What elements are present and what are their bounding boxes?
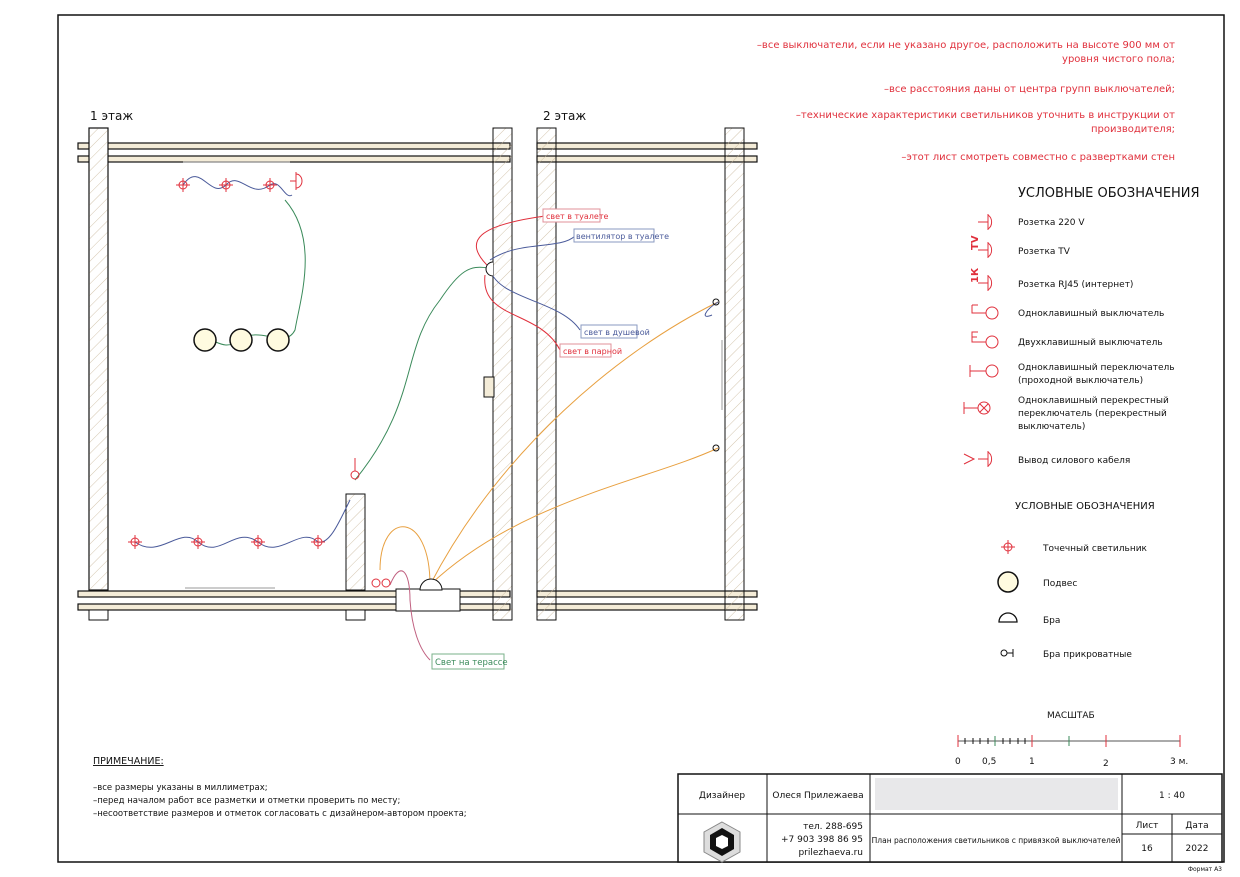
svg-text:ПРИМЕЧАНИЕ:: ПРИМЕЧАНИЕ: <box>93 756 164 767</box>
svg-text:1: 1 <box>1029 757 1035 767</box>
power-cable-icon <box>963 451 993 467</box>
fixtures <box>128 172 720 591</box>
svg-text:Бра прикроватные: Бра прикроватные <box>1043 650 1132 660</box>
svg-text:2: 2 <box>1103 759 1109 769</box>
svg-text:Розетка RJ45 (интернет): Розетка RJ45 (интернет) <box>1018 280 1133 290</box>
svg-text:Розетка 220 V: Розетка 220 V <box>1018 218 1085 228</box>
svg-text:1К: 1К <box>970 267 981 283</box>
svg-text:Лист: Лист <box>1136 821 1159 831</box>
svg-text:0: 0 <box>955 757 961 767</box>
socket-tv-icon <box>978 242 993 258</box>
svg-text:Олеся Прилежаева: Олеся Прилежаева <box>772 791 863 801</box>
svg-text:выключатель): выключатель) <box>1018 422 1085 432</box>
svg-text:–все размеры указаны в миллиме: –все размеры указаны в миллиметрах; <box>93 783 268 793</box>
svg-text:0,5: 0,5 <box>982 757 996 767</box>
sheet-frame <box>57 14 1225 863</box>
legend-title: УСЛОВНЫЕ ОБОЗНАЧЕНИЯ <box>1015 501 1155 512</box>
remarks: ПРИМЕЧАНИЕ: –все размеры указаны в милли… <box>93 756 467 819</box>
svg-text:1 : 40: 1 : 40 <box>1159 791 1185 801</box>
svg-text:–перед началом работ все разме: –перед началом работ все разметки и отме… <box>93 796 400 806</box>
bedside-sconce-icon <box>712 298 720 306</box>
spot-light-icon <box>176 178 190 192</box>
svg-text:Подвес: Подвес <box>1043 579 1077 589</box>
svg-text:16: 16 <box>1141 844 1153 854</box>
pass-switch-icon <box>969 364 999 378</box>
svg-text:Вывод силового кабеля: Вывод силового кабеля <box>1018 456 1130 466</box>
switch-icon <box>350 458 360 480</box>
wiring <box>134 176 719 661</box>
socket-220-icon <box>978 214 993 230</box>
svg-text:План расположения светильников: План расположения светильников с привязк… <box>872 836 1121 845</box>
sconce-icon <box>998 612 1018 623</box>
sconce-icon <box>485 261 494 277</box>
svg-text:Бра: Бра <box>1043 616 1060 626</box>
svg-text:+7 903 398 86 95: +7 903 398 86 95 <box>781 835 863 845</box>
bedside-sconce-icon <box>712 444 720 452</box>
svg-text:Одноклавишный переключатель: Одноклавишный переключатель <box>1018 363 1175 373</box>
pendant-icon <box>266 328 290 352</box>
company-logo <box>703 821 741 863</box>
spot-light-icon <box>311 535 325 549</box>
socket-rj45-icon <box>978 275 993 291</box>
spot-light-icon <box>251 535 265 549</box>
title-block: Дизайнер Олеся Прилежаева 1 : 40 тел. 28… <box>677 773 1223 863</box>
switch-icon <box>371 578 391 588</box>
spot-light-icon <box>1001 540 1015 554</box>
svg-text:Точечный светильник: Точечный светильник <box>1042 544 1148 554</box>
blurred-address <box>875 778 1118 810</box>
scale-bar: МАСШТАБ 0 0,5 1 2 3 м. <box>955 711 1188 769</box>
svg-text:МАСШТАБ: МАСШТАБ <box>1047 711 1095 721</box>
svg-text:Дата: Дата <box>1185 821 1208 831</box>
spot-light-icon <box>219 178 233 192</box>
svg-text:переключатель (перекрестный: переключатель (перекрестный <box>1018 409 1167 419</box>
svg-text:Одноклавишный выключатель: Одноклавишный выключатель <box>1018 309 1164 319</box>
svg-text:prilezhaeva.ru: prilezhaeva.ru <box>798 848 863 858</box>
svg-text:–несоответствие размеров и отм: –несоответствие размеров и отметок согла… <box>93 809 467 819</box>
top-notes: –все выключатели, если не указано другое… <box>757 40 1175 163</box>
floor-2-plan <box>536 127 758 621</box>
bedside-sconce-icon <box>1000 649 1014 657</box>
svg-text:уровня чистого пола;: уровня чистого пола; <box>1062 54 1175 65</box>
double-switch-icon <box>971 331 999 349</box>
callout-terrace-light: Свет на терассе <box>435 658 508 668</box>
callout-shower-light: свет в душевой <box>584 328 650 337</box>
single-switch-icon <box>971 304 999 320</box>
svg-text:Двухклавишный выключатель: Двухклавишный выключатель <box>1018 338 1163 348</box>
svg-text:–все расстояния даны от центра: –все расстояния даны от центра групп вык… <box>884 84 1175 95</box>
sconce-icon <box>419 578 443 591</box>
pendant-icon <box>997 571 1019 593</box>
legend-title: УСЛОВНЫЕ ОБОЗНАЧЕНИЯ <box>1018 186 1200 201</box>
svg-text:3 м.: 3 м. <box>1170 757 1188 767</box>
svg-text:2022: 2022 <box>1186 844 1209 854</box>
svg-text:(проходной выключатель): (проходной выключатель) <box>1018 376 1143 386</box>
floor-1-label: 1 этаж <box>90 109 133 123</box>
svg-text:–технические характеристики св: –технические характеристики светильников… <box>796 110 1175 121</box>
svg-text:тел. 288-695: тел. 288-695 <box>803 822 863 832</box>
svg-text:–этот лист смотреть совместно: –этот лист смотреть совместно с развертк… <box>901 152 1175 163</box>
spot-light-icon <box>128 535 142 549</box>
spot-light-icon <box>263 178 277 192</box>
cross-switch-icon <box>963 401 991 415</box>
floor-2-label: 2 этаж <box>543 109 586 123</box>
callout-toilet-fan: вентилятор в туалете <box>576 232 669 241</box>
svg-text:производителя;: производителя; <box>1091 124 1175 135</box>
callout-toilet-light: свет в туалете <box>546 212 608 221</box>
pendant-icon <box>193 328 217 352</box>
callout-sauna-light: свет в парной <box>563 347 622 356</box>
svg-text:Розетка TV: Розетка TV <box>1018 247 1071 257</box>
legend-lights: УСЛОВНЫЕ ОБОЗНАЧЕНИЯ Точечный светильник… <box>997 501 1155 660</box>
svg-text:Одноклавишный перекрестный: Одноклавишный перекрестный <box>1018 396 1169 406</box>
socket-icon <box>290 172 303 190</box>
paper-format: Формат А3 <box>1188 866 1222 873</box>
svg-text:TV: TV <box>970 235 981 250</box>
svg-text:–все выключатели, если не указ: –все выключатели, если не указано другое… <box>757 40 1175 51</box>
legend-sockets-switches: УСЛОВНЫЕ ОБОЗНАЧЕНИЯ TV 1К Розетка 220 V… <box>963 186 1200 467</box>
svg-text:Дизайнер: Дизайнер <box>699 791 745 801</box>
callouts: свет в туалете вентилятор в туалете свет… <box>431 208 669 670</box>
pendant-icon <box>229 328 253 352</box>
spot-light-icon <box>191 535 205 549</box>
floor-1-plan <box>77 127 513 621</box>
